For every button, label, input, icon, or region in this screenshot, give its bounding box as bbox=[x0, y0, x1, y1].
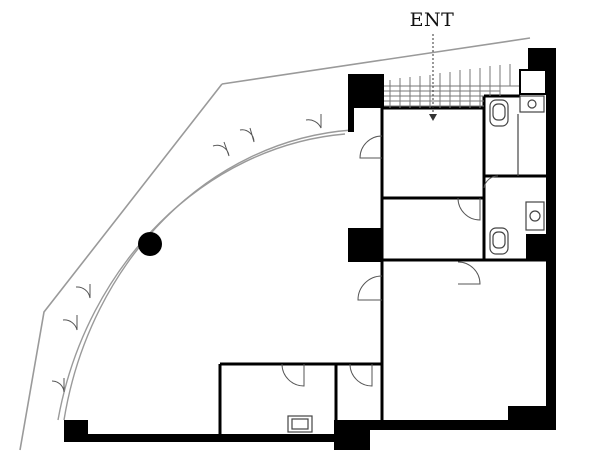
curved-facade bbox=[57, 129, 353, 421]
entrance-steps bbox=[384, 64, 547, 108]
entrance-arrow-icon bbox=[429, 34, 437, 121]
facade-door-arcs bbox=[51, 114, 322, 393]
kitchen-sink-icon bbox=[287, 415, 313, 433]
column-icon bbox=[138, 232, 162, 256]
site-boundary bbox=[19, 37, 531, 451]
toilet-icon bbox=[489, 99, 509, 255]
interior-partitions bbox=[218, 94, 546, 436]
interior-door-arcs bbox=[281, 135, 499, 387]
sink-icon bbox=[517, 95, 545, 231]
exterior-walls bbox=[64, 48, 556, 450]
entrance-label: ENT bbox=[409, 9, 455, 31]
